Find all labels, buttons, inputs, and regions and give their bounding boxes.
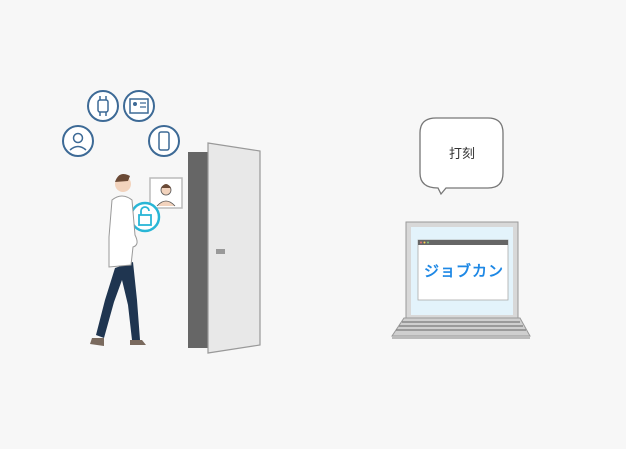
walking-person xyxy=(90,174,146,346)
id-card-icon xyxy=(123,90,155,122)
speech-bubble-text: 打刻 xyxy=(448,147,475,162)
laptop xyxy=(391,221,531,339)
door xyxy=(188,142,261,354)
smartwatch-icon xyxy=(87,90,119,122)
unlock-icon xyxy=(129,201,161,233)
app-logo-text: ジョブカン xyxy=(423,262,504,280)
face-scanner-panel xyxy=(149,177,183,209)
face-recognition-icon xyxy=(62,125,94,157)
speech-bubble xyxy=(419,117,504,196)
smartphone-icon xyxy=(148,125,180,157)
door-handle xyxy=(216,249,225,254)
